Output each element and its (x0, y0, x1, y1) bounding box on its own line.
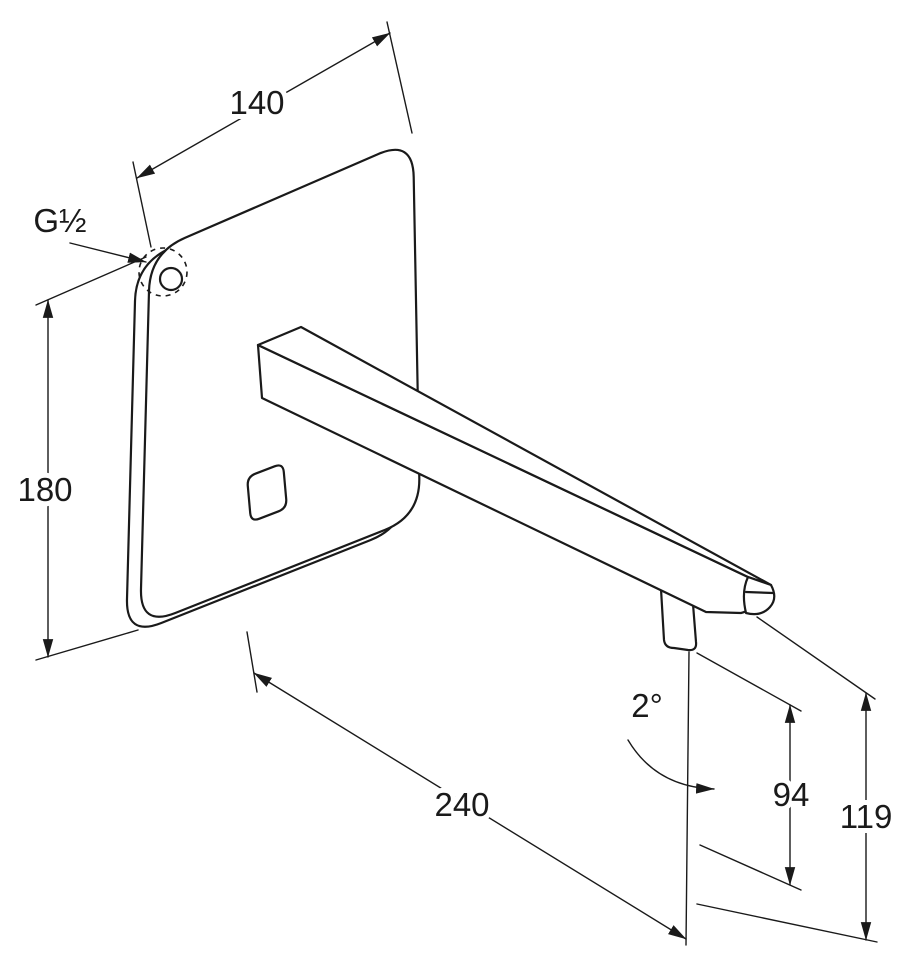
dimension-outlet-height: 94 (696, 652, 814, 891)
extension-line (35, 629, 139, 661)
reference-line (685, 651, 690, 946)
dimension-thread-size: G½ (28, 197, 147, 263)
thread-size-label: G½ (33, 202, 86, 239)
faucet-body (125, 148, 776, 652)
dimension-spout-length: 240 (246, 631, 690, 946)
dimensions: 140 G½ 180 240 2° (12, 21, 897, 946)
extension-line (246, 631, 258, 693)
extension-line (696, 652, 802, 712)
plate-height-label: 180 (17, 471, 72, 508)
spout-end-cap (742, 575, 776, 616)
outlet-height-label: 94 (773, 776, 810, 813)
spout-length-label: 240 (434, 786, 489, 823)
dimension-plate-width: 140 (132, 21, 413, 248)
extension-line (132, 161, 152, 248)
thread-connection-dashed-circle (138, 247, 188, 297)
spout-angle-label: 2° (631, 687, 663, 724)
dimension-line (253, 672, 687, 940)
extension-line (756, 616, 876, 700)
dimension-line (136, 32, 391, 179)
dimension-spout-angle: 2° (626, 682, 715, 794)
aerator (659, 587, 698, 652)
dimension-overall-height: 119 (696, 616, 897, 943)
extension-line (35, 256, 147, 306)
sensor-window (246, 464, 288, 521)
dimension-plate-height: 180 (12, 256, 147, 661)
extension-line (386, 21, 413, 134)
extension-line (696, 903, 878, 943)
plate-width-label: 140 (229, 84, 284, 121)
overall-height-label: 119 (840, 798, 893, 835)
leader-line (69, 242, 147, 263)
angle-arc-arrow (627, 739, 715, 794)
spout-end-seam (744, 590, 775, 595)
water-inlet-circle (158, 266, 184, 292)
extension-line (699, 844, 802, 891)
